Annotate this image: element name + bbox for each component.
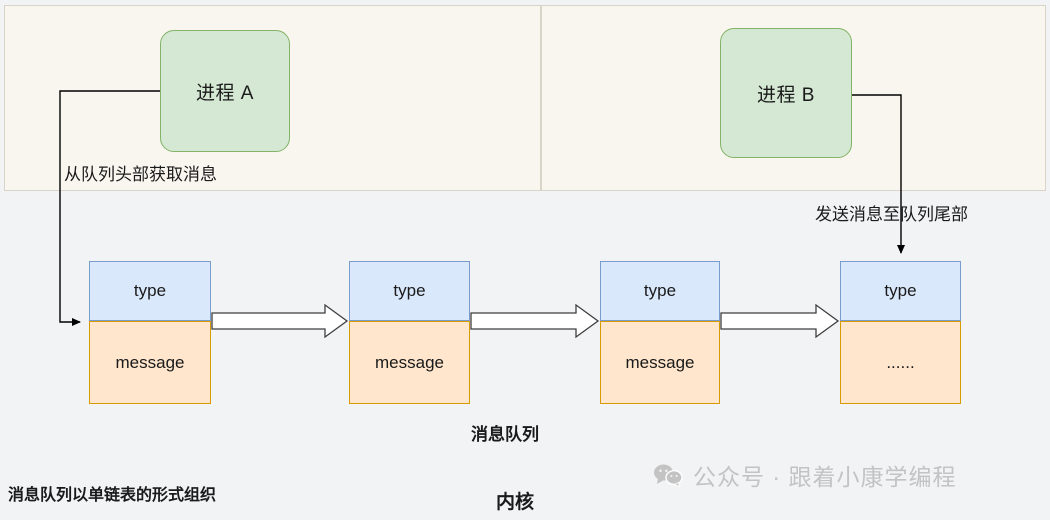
organize-note: 消息队列以单链表的形式组织 xyxy=(8,487,217,504)
process-box-a[interactable]: 进程 A xyxy=(160,30,290,152)
queue-node-1[interactable]: type message xyxy=(89,261,211,404)
queue-node-1-type-label: type xyxy=(133,281,167,300)
process-box-b[interactable]: 进程 B xyxy=(720,28,852,158)
queue-node-3-type-cell: type xyxy=(600,261,720,321)
queue-node-4[interactable]: type ...... xyxy=(840,261,961,404)
message-queue-title: 消息队列 xyxy=(471,425,539,444)
queue-node-3-type-label: type xyxy=(643,281,677,300)
queue-node-1-type-cell: type xyxy=(89,261,211,321)
queue-node-2-type-cell: type xyxy=(349,261,470,321)
link-arrow-node3-node4 xyxy=(720,303,840,339)
queue-node-4-type-cell: type xyxy=(840,261,961,321)
queue-node-3-message-label: message xyxy=(625,352,695,372)
watermark-text: 公众号 · 跟着小康学编程 xyxy=(693,464,957,490)
queue-node-3-message-cell: message xyxy=(600,321,720,404)
queue-node-2-type-label: type xyxy=(393,281,426,300)
queue-node-2-message-cell: message xyxy=(349,321,470,404)
queue-node-4-message-label: ...... xyxy=(886,352,915,372)
process-b-label: 进程 B xyxy=(757,84,815,106)
queue-node-2-message-label: message xyxy=(375,352,444,372)
process-a-label: 进程 A xyxy=(196,82,254,104)
send-flow-label: 发送消息至队列尾部 xyxy=(815,205,968,224)
link-arrow-node2-node3 xyxy=(470,303,600,339)
queue-node-3[interactable]: type message xyxy=(600,261,720,404)
receive-flow-label: 从队列头部获取消息 xyxy=(64,165,217,184)
queue-node-4-type-label: type xyxy=(884,281,917,300)
queue-node-2[interactable]: type message xyxy=(349,261,470,404)
kernel-title: 内核 xyxy=(495,492,534,513)
queue-node-1-message-cell: message xyxy=(89,321,211,404)
watermark: 公众号 · 跟着小康学编程 xyxy=(653,458,956,492)
link-arrow-node1-node2 xyxy=(211,303,349,339)
wechat-icon xyxy=(653,463,683,487)
queue-node-4-message-cell: ...... xyxy=(840,321,961,404)
queue-node-1-message-label: message xyxy=(115,352,185,372)
